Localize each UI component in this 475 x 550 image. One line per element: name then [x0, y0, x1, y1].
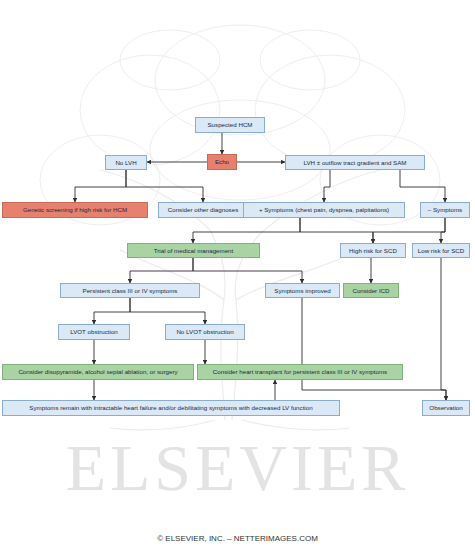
box-label: Observation — [429, 404, 462, 411]
box-label: Consider disopyramide, alcohol septal ab… — [18, 368, 177, 375]
flow-arrow — [324, 170, 330, 202]
process-box: Consider other diagnoses — [158, 202, 248, 218]
tree-leaf — [155, 25, 325, 135]
box-label: Symptoms remain with intractable heart f… — [29, 404, 312, 411]
flow-arrow — [193, 258, 302, 283]
process-box: No LVOT obstruction — [165, 324, 245, 340]
flow-arrow — [400, 170, 445, 202]
process-box: Observation — [422, 400, 470, 416]
box-label: No LVH — [115, 159, 136, 166]
box-label: Consider other diagnoses — [168, 206, 239, 213]
box-label: + Symptoms (chest pain, dyspnea, palpita… — [259, 206, 389, 213]
box-label: Persistent class III or IV symptoms — [83, 287, 178, 294]
key-step-box: Genetic screening if high risk for HCM — [2, 202, 148, 218]
action-box: Consider heart transplant for persistent… — [197, 364, 403, 380]
flow-arrow — [126, 170, 203, 202]
box-label: Trial of medical management — [154, 247, 234, 254]
process-box: Suspected HCM — [195, 117, 265, 133]
process-box: No LVH — [105, 155, 147, 170]
box-label: – Symptoms — [428, 206, 462, 213]
flow-arrow — [75, 170, 126, 202]
process-box: Persistent class III or IV symptoms — [60, 283, 200, 298]
process-box: – Symptoms — [420, 202, 470, 218]
flow-arrow — [222, 133, 223, 154]
flow-arrow — [441, 258, 446, 400]
flow-arrow — [300, 218, 373, 243]
watermark-text: ELSEVIER — [0, 430, 475, 506]
box-label: High risk for SCD — [349, 247, 397, 254]
flow-arrow — [94, 380, 95, 400]
action-box: Consider disopyramide, alcohol septal ab… — [2, 364, 194, 380]
flow-arrow — [441, 218, 445, 243]
flow-arrow — [94, 298, 130, 324]
box-label: LVH ± outflow tract gradient and SAM — [303, 159, 406, 166]
flow-arrow — [205, 340, 206, 364]
flow-arrow — [371, 258, 372, 283]
box-label: Consider ICD — [352, 287, 389, 294]
box-label: Consider heart transplant for persistent… — [213, 368, 387, 375]
box-label: Low risk for SCD — [418, 247, 464, 254]
action-box: Consider ICD — [343, 283, 399, 298]
process-box: Symptoms remain with intractable heart f… — [2, 400, 340, 416]
tree-leaf — [260, 30, 360, 90]
process-box: + Symptoms (chest pain, dyspnea, palpita… — [243, 202, 405, 218]
key-step-box: Echo — [207, 154, 237, 170]
flow-arrow — [302, 298, 446, 400]
flow-arrow — [373, 218, 445, 243]
process-box: LVH ± outflow tract gradient and SAM — [285, 155, 425, 170]
process-box: LVOT obstruction — [58, 324, 130, 340]
tree-leaf — [120, 30, 220, 90]
flow-arrow — [237, 162, 285, 163]
box-label: Echo — [215, 158, 229, 165]
process-box: Low risk for SCD — [412, 243, 470, 258]
flow-arrow — [275, 380, 276, 400]
flow-arrow — [130, 258, 193, 283]
process-box: High risk for SCD — [340, 243, 406, 258]
box-label: LVOT obstruction — [70, 328, 118, 335]
flow-arrow — [147, 162, 207, 163]
box-label: Genetic screening if high risk for HCM — [23, 206, 127, 213]
box-label: No LVOT obstruction — [176, 328, 233, 335]
process-box: Symptoms improved — [265, 283, 340, 298]
action-box: Trial of medical management — [127, 243, 260, 258]
flow-arrow — [130, 298, 205, 324]
box-label: Symptoms improved — [274, 287, 330, 294]
box-label: Suspected HCM — [207, 121, 252, 128]
flow-arrow — [94, 340, 95, 364]
tree-branch — [100, 170, 380, 232]
tree-root — [110, 420, 350, 430]
tree-leaf — [150, 100, 330, 200]
copyright-note: © ELSEVIER, INC. – NETTERIMAGES.COM — [0, 534, 475, 543]
flow-arrow — [193, 218, 300, 243]
